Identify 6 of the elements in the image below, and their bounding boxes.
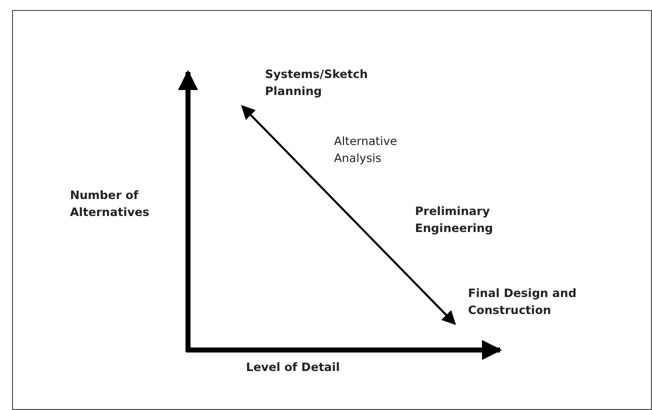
stage-label: Systems/Sketch Planning [265,66,369,100]
stage-label: Preliminary Engineering [415,203,494,237]
axis-title: Number of Alternatives [70,187,150,221]
axis-title: Level of Detail [246,359,341,376]
stage-label: Final Design and Construction [468,285,578,319]
stage-label: Alternative Analysis [334,133,398,167]
